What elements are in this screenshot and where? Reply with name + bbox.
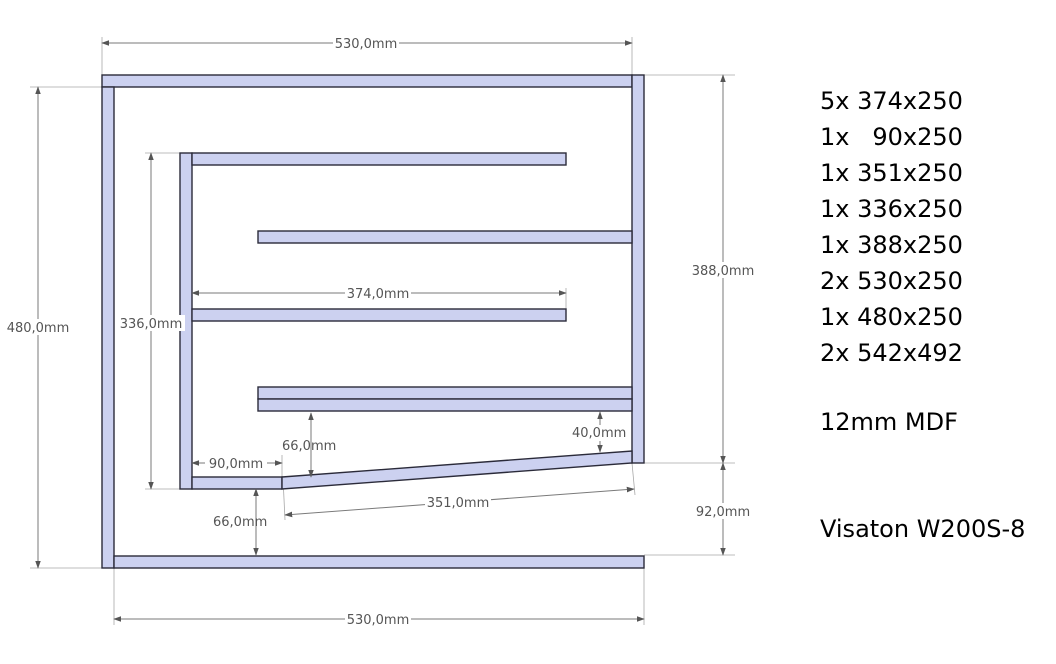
dim-inner-height: 336,0mm: [120, 317, 183, 332]
left-panel: [101, 86, 115, 569]
dim-foot-length: 90,0mm: [209, 457, 263, 472]
dim-shelf-length: 374,0mm: [347, 287, 410, 302]
dim-top-width: 530,0mm: [335, 37, 398, 52]
dim-gap-lower: 66,0mm: [213, 515, 267, 530]
baffle-1: [191, 152, 567, 166]
dim-gap-right: 40,0mm: [572, 426, 626, 441]
parts-list-item: 2x 542x492: [820, 339, 963, 367]
driver-label: Visaton W200S-8: [820, 515, 1026, 543]
baffle-3: [191, 308, 567, 322]
parts-list-item: 1x 336x250: [820, 195, 963, 223]
right-panel: [631, 74, 645, 464]
dim-total-height: 480,0mm: [7, 321, 70, 336]
parts-list-item: 1x 351x250: [820, 159, 963, 187]
parts-list-item: 1x 388x250: [820, 231, 963, 259]
material-label: 12mm MDF: [820, 408, 958, 436]
dim-gap-upper: 66,0mm: [282, 439, 336, 454]
baffle-2: [257, 230, 633, 244]
slope-panel: [281, 450, 633, 490]
parts-list-item: 1x 480x250: [820, 303, 963, 331]
foot-panel: [191, 476, 283, 490]
baffle-4: [257, 386, 633, 400]
dim-port-height: 92,0mm: [696, 505, 750, 520]
bottom-panel: [113, 555, 645, 569]
cabinet-panels: [101, 74, 645, 569]
dim-right-height: 388,0mm: [692, 264, 755, 279]
dimension-labels: 530,0mm 530,0mm 480,0mm 336,0mm 388,0mm …: [6, 35, 756, 628]
parts-list: 5x 374x250 1x 90x250 1x 351x250 1x 336x250 1…: [820, 86, 963, 374]
baffle-5: [257, 398, 633, 412]
parts-list-item: 5x 374x250: [820, 87, 963, 115]
dim-bottom-width: 530,0mm: [347, 613, 410, 628]
parts-list-item: 1x 90x250: [820, 123, 963, 151]
top-panel: [101, 74, 633, 88]
dim-slope-length: 351,0mm: [427, 496, 490, 511]
parts-list-item: 2x 530x250: [820, 267, 963, 295]
